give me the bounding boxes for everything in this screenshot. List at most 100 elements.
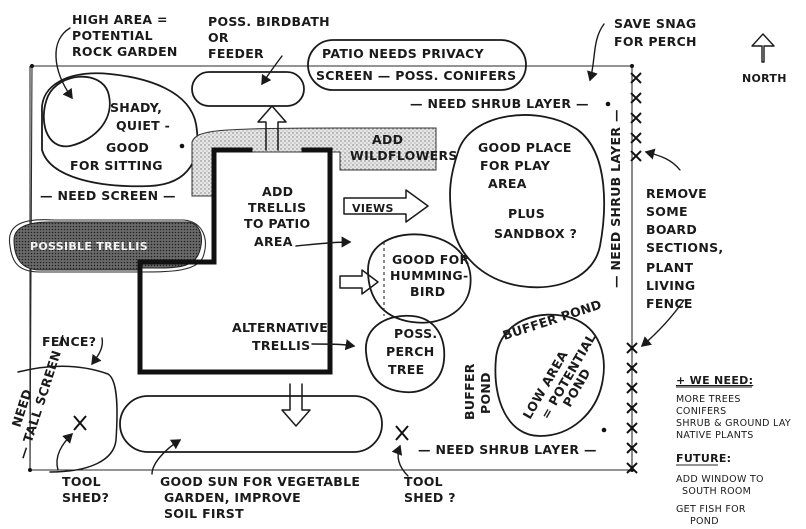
label-fence: FENCE?: [42, 334, 96, 349]
label-need-shrub-bottom: — NEED SHRUB LAYER —: [418, 442, 597, 457]
svg-text:MORE TREES: MORE TREES: [676, 394, 741, 405]
svg-text:ADD: ADD: [372, 132, 403, 147]
living-fence-marks: [626, 72, 642, 474]
fence-x-mark: [630, 112, 642, 124]
svg-text:POND: POND: [690, 516, 719, 527]
fence-x-mark: [626, 402, 638, 414]
svg-text:CONIFERS: CONIFERS: [676, 406, 727, 417]
svg-text:GOOD FOR: GOOD FOR: [392, 252, 470, 267]
svg-text:SOME: SOME: [646, 204, 688, 219]
perch-tree-area: [365, 314, 446, 394]
svg-text:POSS.: POSS.: [394, 326, 437, 341]
svg-text:ADD: ADD: [262, 184, 293, 199]
svg-text:TRELLIS: TRELLIS: [248, 200, 306, 215]
fence-x-mark: [626, 342, 638, 354]
label-patio-privacy: PATIO NEEDS PRIVACY SCREEN — POSS. CONIF…: [316, 46, 516, 83]
svg-text:PATIO NEEDS PRIVACY: PATIO NEEDS PRIVACY: [322, 46, 485, 61]
label-shady: SHADY, QUIET - GOOD FOR SITTING: [70, 100, 170, 173]
north-arrow: NORTH: [742, 33, 787, 85]
svg-text:POND: POND: [478, 372, 493, 414]
house-footprint: [137, 147, 333, 375]
fence-x-mark: [626, 382, 638, 394]
label-hummingbird: GOOD FOR HUMMING- BIRD: [390, 252, 470, 299]
svg-text:BUFFER: BUFFER: [462, 363, 477, 420]
label-views: VIEWS: [352, 202, 394, 215]
label-good-sun: GOOD SUN FOR VEGETABLE GARDEN, IMPROVE S…: [160, 474, 360, 521]
rock-garden-area: [42, 75, 111, 148]
svg-text:PLANT: PLANT: [646, 260, 693, 275]
label-add-trellis: ADD TRELLIS TO PATIO AREA: [244, 184, 310, 249]
label-low-area: LOW AREA = POTENTIAL POND: [520, 331, 599, 422]
svg-text:ROCK GARDEN: ROCK GARDEN: [72, 44, 178, 59]
fence-x-mark: [630, 132, 642, 144]
label-remove-board: REMOVE SOME BOARD SECTIONS, PLANT LIVING…: [646, 186, 723, 311]
label-play-area: GOOD PLACE FOR PLAY AREA PLUS SANDBOX ?: [478, 140, 577, 241]
fence-x-mark: [626, 362, 638, 374]
label-possible-trellis: POSSIBLE TRELLIS: [30, 240, 148, 253]
tool-shed-marker-mid: [395, 425, 409, 441]
vegetable-garden-area: [119, 395, 383, 453]
svg-text:BIRD: BIRD: [410, 284, 445, 299]
label-need-shrub-top: — NEED SHRUB LAYER —: [410, 96, 589, 111]
label-tool-shed-left: TOOL SHED?: [62, 474, 109, 505]
svg-text:AREA: AREA: [254, 234, 293, 249]
play-area: [449, 114, 605, 289]
svg-text:SHED ?: SHED ?: [404, 490, 456, 505]
label-need-shrub-side: — NEED SHRUB LAYER —: [608, 109, 623, 288]
fence-x-mark: [626, 462, 638, 474]
svg-text:GOOD SUN FOR VEGETABLE: GOOD SUN FOR VEGETABLE: [160, 474, 360, 489]
svg-text:REMOVE: REMOVE: [646, 186, 707, 201]
svg-text:ADD WINDOW TO: ADD WINDOW TO: [676, 474, 764, 485]
svg-text:FOR SITTING: FOR SITTING: [70, 158, 163, 173]
svg-text:SANDBOX ?: SANDBOX ?: [494, 226, 577, 241]
svg-text:SHADY,: SHADY,: [110, 100, 162, 115]
fence-x-mark: [630, 150, 642, 162]
svg-text:TRELLIS: TRELLIS: [252, 338, 310, 353]
pond-area: [494, 313, 605, 437]
birdbath-area: [191, 71, 305, 107]
svg-text:OR: OR: [208, 30, 229, 45]
svg-text:QUIET -: QUIET -: [116, 118, 170, 133]
svg-text:FOR PLAY: FOR PLAY: [480, 158, 551, 173]
svg-text:PLUS: PLUS: [508, 206, 545, 221]
label-save-snag: SAVE SNAG FOR PERCH: [614, 16, 697, 49]
north-label: NORTH: [742, 72, 787, 85]
svg-text:TREE: TREE: [388, 362, 424, 377]
possible-trellis-band: [13, 221, 202, 271]
svg-text:FEEDER: FEEDER: [208, 46, 264, 61]
svg-text:SCREEN — POSS. CONIFERS: SCREEN — POSS. CONIFERS: [316, 68, 516, 83]
hummingbird-arrow: [339, 269, 379, 295]
shady-sitting-area: [41, 72, 199, 188]
svg-text:HIGH AREA =: HIGH AREA =: [72, 12, 168, 27]
fence-x-mark: [630, 92, 642, 104]
svg-text:WILDFLOWERS: WILDFLOWERS: [350, 148, 458, 163]
svg-text:FOR PERCH: FOR PERCH: [614, 34, 697, 49]
label-need-screen: — NEED SCREEN —: [40, 188, 176, 203]
svg-text:FENCE: FENCE: [646, 296, 693, 311]
svg-text:HUMMING-: HUMMING-: [390, 268, 468, 283]
svg-text:SAVE SNAG: SAVE SNAG: [614, 16, 697, 31]
svg-text:GOOD PLACE: GOOD PLACE: [478, 140, 572, 155]
needs-legend: + WE NEED: MORE TREES CONIFERS SHRUB & G…: [676, 374, 791, 527]
svg-text:GARDEN, IMPROVE: GARDEN, IMPROVE: [164, 490, 301, 505]
label-birdbath: POSS. BIRDBATH OR FEEDER: [208, 14, 330, 61]
fence-x-mark: [626, 442, 638, 454]
svg-text:PERCH: PERCH: [386, 344, 434, 359]
svg-text:SOUTH ROOM: SOUTH ROOM: [682, 486, 751, 497]
legend-future-heading: FUTURE:: [676, 452, 731, 465]
fence-x-mark: [626, 422, 638, 434]
up-arrow: [257, 105, 287, 151]
down-arrow: [281, 383, 311, 427]
label-alt-trellis: ALTERNATIVE TRELLIS: [232, 320, 328, 353]
svg-text:GOOD: GOOD: [106, 140, 149, 155]
svg-text:LIVING: LIVING: [646, 278, 695, 293]
svg-text:TOOL: TOOL: [62, 474, 101, 489]
possible-trellis-outline: [8, 219, 206, 273]
svg-text:BOARD: BOARD: [646, 222, 697, 237]
hummingbird-area: [367, 233, 472, 324]
label-need-tall-screen: NEED — TALL SCREEN —: [9, 332, 70, 461]
views-arrow: [343, 189, 429, 223]
svg-text:SECTIONS,: SECTIONS,: [646, 240, 723, 255]
